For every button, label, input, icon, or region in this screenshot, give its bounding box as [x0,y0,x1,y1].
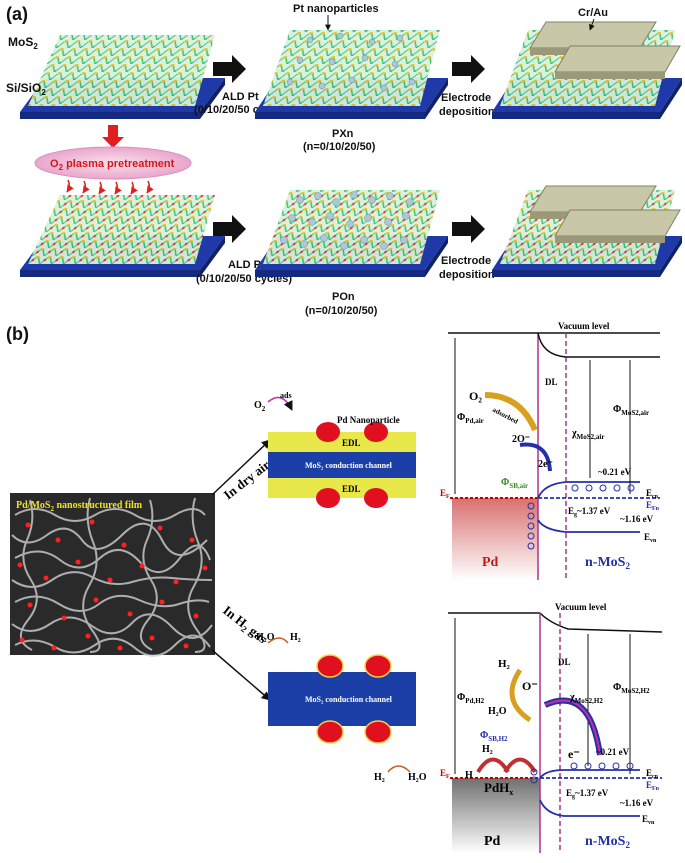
h2-h2-lower: H₂ [482,744,493,755]
process-arrow-4 [452,215,485,243]
device-pon [255,190,448,277]
h2-021ev: ~0.21 eV [596,747,630,757]
h2-phi-mos2: ΦMoS2,H2 [613,682,650,695]
electrode-bottom-1: Electrode [441,255,491,267]
h2-vacuum-level: Vacuum level [555,602,607,612]
ald-pt-top: ALD Pt [222,91,259,103]
device-plasma-mos2 [20,195,225,277]
h2-channel-diagram [268,654,416,744]
air-vacuum-level: Vacuum level [558,321,610,331]
cr-au-label: Cr/Au [578,7,608,19]
ads-label: ads [280,391,292,400]
panel-b-label: (b) [6,324,29,344]
channel-label-air: MoS₂ conduction channel [305,461,393,470]
air-phi-mos2: ΦMoS2,air [613,404,649,417]
h2-eg: Eg~1.37 eV [566,788,609,800]
h2-phi-pd: ΦPd,H2 [457,692,485,705]
air-phi-sb: ΦSB,air [501,477,528,490]
h2-reaction-arc-bottom [387,765,411,773]
process-arrow-2 [452,55,485,83]
air-chi: χMoS2,air [571,428,604,441]
h2-efn: EFn [646,780,660,792]
electrode-top-1: Electrode [441,92,491,104]
arrow-to-air [211,439,271,496]
h2-e-minus: e⁻ [568,747,580,761]
h2-evn: Evn [642,814,655,826]
h2-ef: EF [440,768,450,780]
h2-nmos2-label: n-MoS2 [585,834,630,850]
device-bare-mos2 [20,35,225,119]
label-substrate: Si/SiO2 [6,81,46,97]
air-021ev: ~0.21 eV [598,467,632,477]
h2-h2: H₂ [498,658,511,670]
h2-pd-label: Pd [484,834,501,849]
plasma-label: O2 plasma pretreatment [50,158,175,172]
air-nmos2-label: n-MoS2 [585,555,630,571]
device-electrode-bottom [492,185,682,277]
air-evn: Evn [644,532,657,544]
sem-film-image [10,493,215,657]
air-ecn: Ecn [646,488,659,500]
panel-a-label: (a) [6,4,28,24]
plasma-ellipse [34,146,192,180]
o2-ads-label: O2 [254,400,266,413]
electrode-bottom-2: deposition [439,269,495,281]
air-ef: EF [440,488,450,500]
plasma-rays [66,179,154,195]
h2-h-plus: H [465,770,473,781]
air-2e-minus: 2e⁻ [538,459,553,470]
air-o2: O₂ [469,389,482,403]
device-electrode-top [492,21,682,119]
pon-n-label: (n=0/10/20/50) [305,305,378,317]
edl-top-label: EDL [342,438,361,448]
process-arrow-3 [213,215,246,243]
h2-o-minus: O⁻ [522,679,538,693]
h2-chi: χMoS2,H2 [569,692,603,705]
label-mos2: MoS2 [8,35,38,51]
h2-top-label: H₂ [290,632,301,643]
channel-label-h2: MoS₂ conduction channel [305,695,393,704]
film-label: Pd/MoS2 nanostructured film [16,500,143,513]
process-arrow-1 [213,55,246,83]
air-phi-pd: ΦPd,air [457,412,484,425]
h2-h2o: H₂O [488,706,507,717]
h2-dl: DL [558,657,571,667]
air-channel-diagram [268,422,416,508]
pxn-label: PXn [332,128,354,140]
air-efn: EFn [646,500,660,512]
o2-adsorption-arrow [267,396,293,411]
air-eg: Eg~1.37 eV [568,506,611,518]
h2-ecn: Ecn [646,768,659,780]
device-pxn [255,30,448,119]
pt-nanoparticles-label: Pt nanoparticles [293,3,379,15]
h2-pdhx: PdHx [484,780,513,797]
band-diagram-h2 [448,612,663,853]
air-dl: DL [545,377,558,387]
pxn-n-label: (n=0/10/20/50) [303,141,376,153]
h2-phi-sb: ΦSB,H2 [480,730,508,743]
h2o-top-label: H₂O [256,632,275,643]
air-pd-label: Pd [482,555,499,570]
electrode-top-2: deposition [439,106,495,118]
air-116ev: ~1.16 eV [620,514,654,524]
h2o-bottom-label: H₂O [408,772,427,783]
plasma-down-arrow [102,125,124,148]
ald-pt-bottom: ALD Pt [228,259,265,271]
arrow-to-h2 [211,649,271,701]
pd-nanoparticle-label: Pd Nanoparticle [337,415,400,425]
air-2o-minus: 2O⁻ [512,434,530,445]
pon-label: POn [332,291,355,303]
h2-bottom-label: H₂ [374,772,385,783]
h2-reaction-arc-top [267,637,289,644]
band-diagram-air [448,332,660,580]
h2-116ev: ~1.16 eV [620,798,654,808]
air-adsorbed: adsorbed [491,406,519,426]
edl-bottom-label: EDL [342,484,361,494]
